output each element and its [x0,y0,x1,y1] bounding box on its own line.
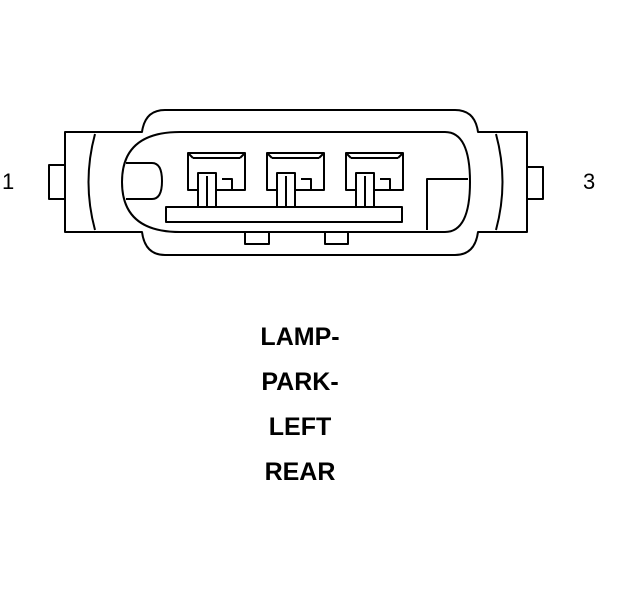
connector-name-line: REAR [264,458,336,486]
left-wing-curve [87,133,96,231]
connector-name-line: LAMP- [260,323,340,351]
lower-lock-tab-left [244,231,270,245]
connector-name-label: LAMP- PARK- LEFT REAR [0,322,600,502]
connector-outer-shell [64,109,528,256]
connector-name-line: LEFT [268,413,332,441]
pin-number-first: 1 [2,169,15,194]
inner-cavity [121,131,471,233]
terminal-retainer-bar [165,206,403,223]
right-latch-tab [527,166,544,200]
terminal-3 [345,152,404,208]
right-wing-curve [495,133,504,231]
connector-name-line: PARK- [261,368,339,396]
left-latch-tab [48,164,65,200]
terminal-2 [266,152,325,208]
connector-diagram [48,109,544,256]
lower-lock-tab-right [324,231,349,245]
corner-rib [426,178,468,230]
terminal-1 [187,152,246,208]
polarizing-key [126,162,163,200]
pin-number-last: 3 [583,169,596,194]
